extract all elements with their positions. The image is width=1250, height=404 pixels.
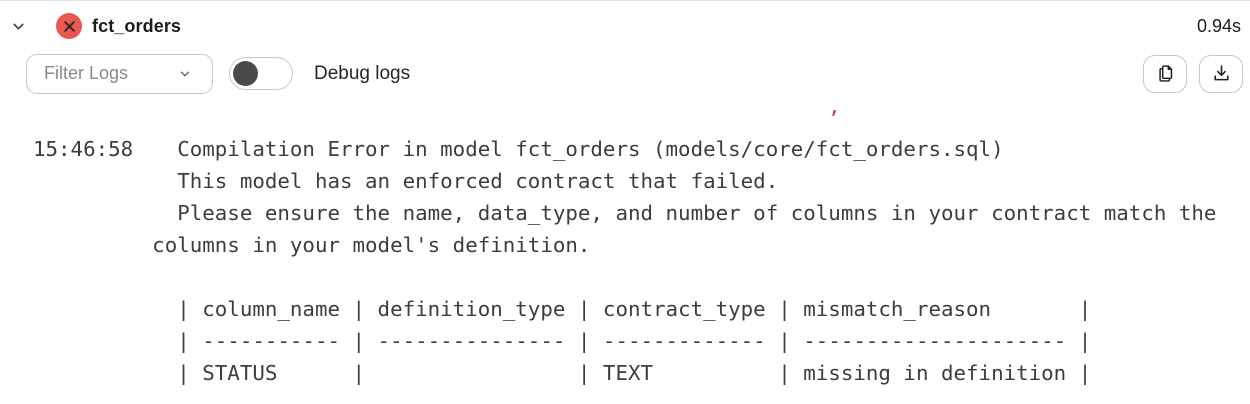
log-entry: 15:46:58 Compilation Error in model fct_… <box>0 96 1250 389</box>
clipped-error-fragments: _ _ , <box>152 102 841 116</box>
filter-logs-dropdown[interactable]: Filter Logs <box>26 53 213 94</box>
run-result-header: fct_orders 0.94s <box>0 1 1250 51</box>
debug-logs-label: Debug logs <box>314 62 411 84</box>
log-toolbar: Filter Logs Debug logs <box>0 51 1250 96</box>
copy-logs-button[interactable] <box>1143 54 1187 93</box>
compilation-error-message: Compilation Error in model fct_orders (m… <box>152 137 1217 385</box>
clipped-error-line: _ _ , <box>152 102 841 116</box>
filter-logs-label: Filter Logs <box>44 63 129 83</box>
log-timestamp: 15:46:58 <box>33 137 134 161</box>
log-output-panel[interactable]: _ _ , 15:46:58 Compilation Error in mode… <box>0 96 1250 404</box>
chevron-down-icon <box>178 67 192 81</box>
copy-icon <box>1158 65 1172 82</box>
error-status-icon <box>56 13 82 39</box>
run-duration: 0.94s <box>1196 15 1241 36</box>
model-name: fct_orders <box>92 15 182 36</box>
chevron-down-icon[interactable] <box>9 17 27 35</box>
toggle-knob <box>233 60 258 86</box>
download-icon <box>1213 65 1229 81</box>
debug-logs-toggle[interactable] <box>229 57 293 90</box>
download-logs-button[interactable] <box>1199 54 1243 93</box>
